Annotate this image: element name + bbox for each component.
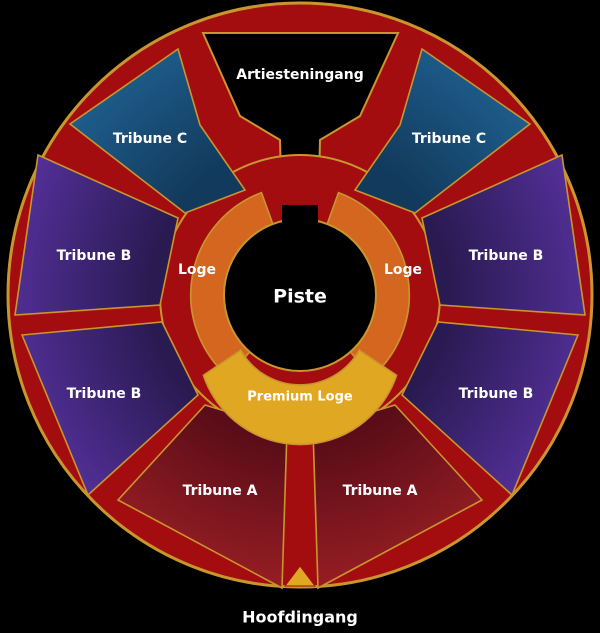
triangle-up-icon[interactable] xyxy=(284,565,316,587)
section-tribune-b-lower-right[interactable] xyxy=(401,321,580,497)
artist-entrance-label: Artiesteningang xyxy=(236,67,363,83)
section-tribune-b-lower-left[interactable] xyxy=(20,321,199,497)
piste-label: Piste xyxy=(273,286,327,308)
label-tribune-b-lower-left: Tribune B xyxy=(67,386,142,402)
label-tribune-c-left: Tribune C xyxy=(113,131,187,147)
section-tribune-b-upper-left[interactable] xyxy=(14,153,179,316)
section-tribune-c-right[interactable] xyxy=(353,47,532,214)
label-loge-right: Loge xyxy=(384,262,422,278)
label-tribune-b-upper-right: Tribune B xyxy=(469,248,544,264)
label-tribune-c-right: Tribune C xyxy=(412,131,486,147)
label-loge-left: Loge xyxy=(178,262,216,278)
section-premium-loge[interactable] xyxy=(202,349,398,446)
label-tribune-b-upper-left: Tribune B xyxy=(57,248,132,264)
label-tribune-a-left: Tribune A xyxy=(183,483,258,499)
label-premium-loge: Premium Loge xyxy=(247,390,353,405)
main-entrance-label: Hoofdingang xyxy=(242,608,358,627)
section-tribune-c-left[interactable] xyxy=(68,47,247,214)
section-tribune-b-upper-right[interactable] xyxy=(421,153,586,316)
label-tribune-b-lower-right: Tribune B xyxy=(459,386,534,402)
label-tribune-a-right: Tribune A xyxy=(343,483,418,499)
entrance-corridor xyxy=(282,205,318,225)
